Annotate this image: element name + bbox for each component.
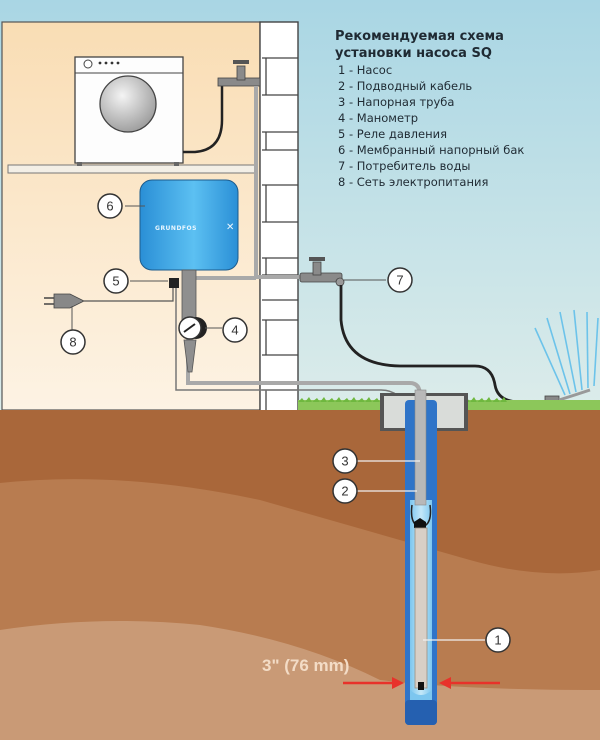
svg-text:2: 2 [341,484,348,499]
callout-1: 1 [485,627,511,653]
callout-4: 4 [222,317,248,343]
diameter-label: 3" (76 mm) [262,656,349,675]
washing-machine-hose [183,86,224,154]
diameter-arrows [343,677,500,689]
legend-item-4: 4 - Манометр [338,111,418,125]
membrane-tank: GRUNDFOS ✕ [139,179,239,271]
svg-text:4: 4 [231,323,238,338]
legend: Рекомендуемая схема установки насоса SQ … [335,29,524,189]
callout-7: 7 [387,267,413,293]
svg-text:1: 1 [494,633,501,648]
indoor-tap-icon [217,60,261,87]
ground [0,410,600,750]
outdoor-tap-icon [299,257,345,287]
legend-item-8: 8 - Сеть электропитания [338,175,488,189]
svg-text:✕: ✕ [226,222,234,233]
legend-title-line1: Рекомендуемая схема [335,29,504,44]
callout-8: 8 [60,329,86,355]
shelf [7,164,257,174]
tank-brand-label: GRUNDFOS [155,225,197,232]
legend-item-3: 3 - Напорная труба [338,95,454,109]
legend-title-line2: установки насоса SQ [335,46,492,61]
svg-text:5: 5 [112,274,119,289]
svg-text:3: 3 [341,454,348,469]
svg-text:7: 7 [396,273,403,288]
leader-lines-dark [71,205,386,330]
power-cable [84,288,174,302]
leader-lines [357,460,485,641]
submersible-pump [414,527,428,690]
legend-item-6: 6 - Мембранный напорный бак [338,143,524,157]
svg-text:6: 6 [106,199,113,214]
pressure-gauge-icon [178,316,207,373]
legend-item-2: 2 - Подводный кабель [338,79,472,93]
riser-pipe [410,389,432,528]
power-plug-icon [44,293,85,309]
water-spray [534,309,599,396]
callout-6: 6 [97,193,123,219]
tank-outlet-pipe [181,269,197,321]
callout-3: 3 [332,448,358,474]
pressure-relay [169,278,179,288]
svg-text:8: 8 [69,335,76,350]
legend-item-1: 1 - Насос [338,63,392,77]
callout-5: 5 [103,268,129,294]
legend-item-7: 7 - Потребитель воды [338,159,471,173]
callout-2: 2 [332,478,358,504]
legend-item-5: 5 - Реле давления [338,127,447,141]
washing-machine-icon [74,56,184,166]
brick-wall [259,21,299,413]
